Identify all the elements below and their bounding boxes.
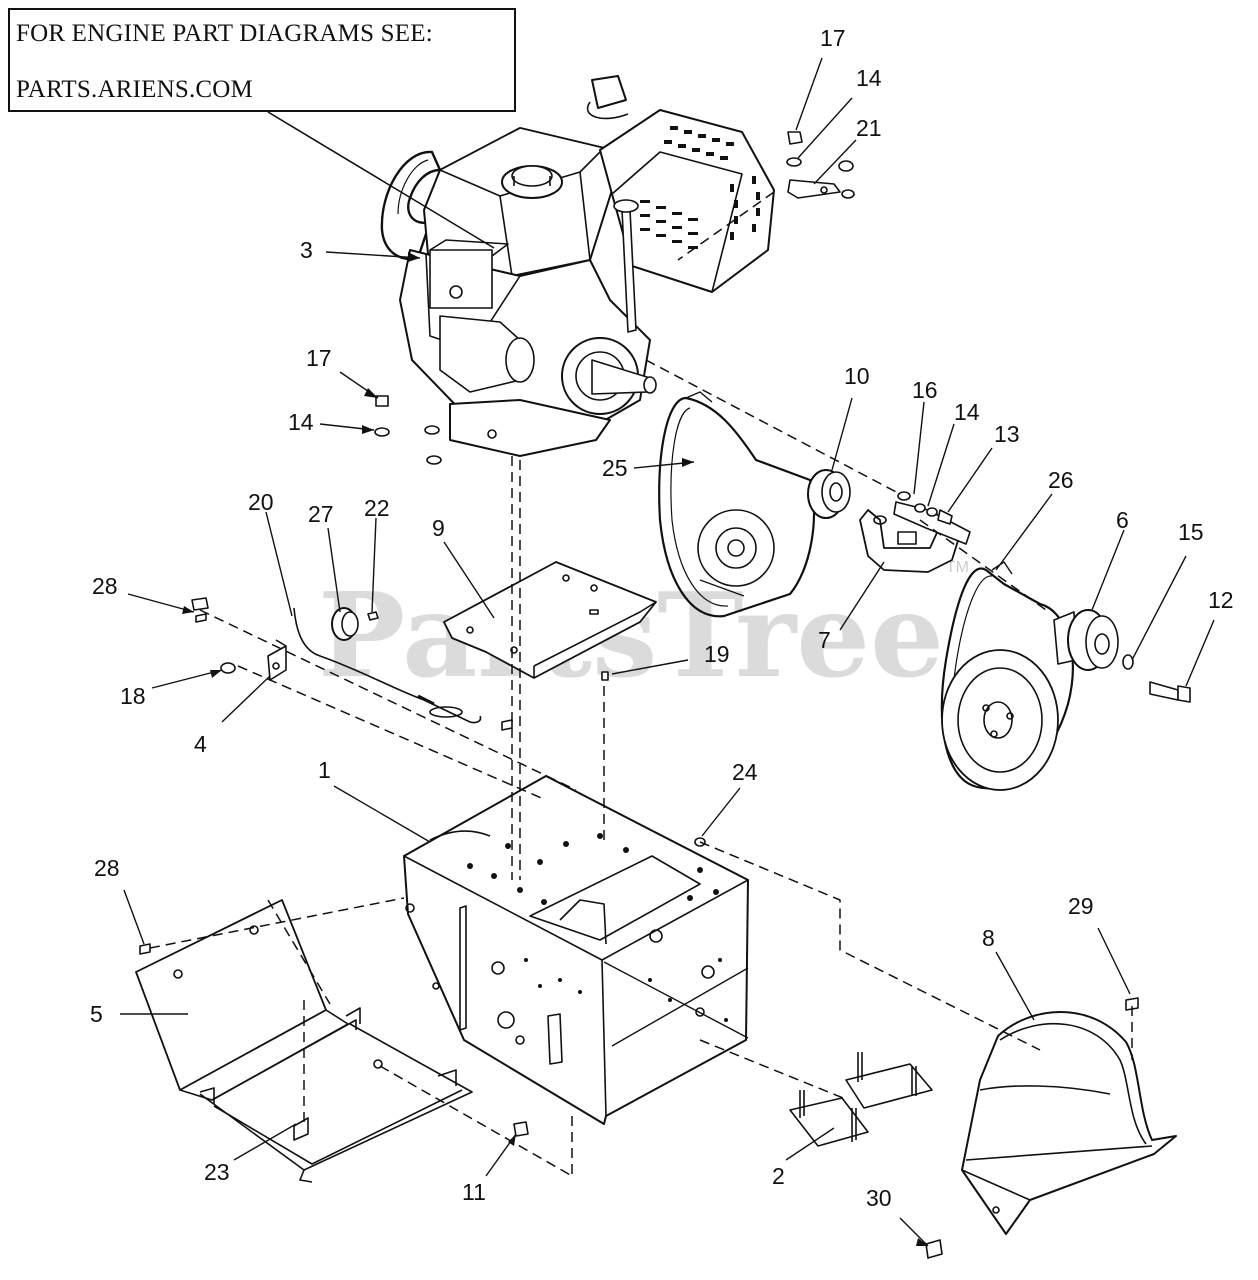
- callout-12: 12: [1208, 587, 1234, 613]
- callout-3: 3: [300, 237, 313, 263]
- callout-10: 10: [844, 363, 870, 389]
- callout-25: 25: [602, 455, 628, 481]
- assembly-lines: [149, 191, 1133, 1180]
- callout-22: 22: [364, 495, 390, 521]
- cable-20: [293, 607, 482, 724]
- bolt-11: [513, 1121, 529, 1137]
- bolt-under-plate: [501, 719, 513, 731]
- bracket-4: [220, 639, 287, 681]
- idler-bracket: [859, 491, 971, 573]
- engine-mount-hardware: [374, 395, 442, 465]
- callout-26: 26: [1048, 467, 1074, 493]
- belt-cover-8: [961, 1011, 1177, 1235]
- watermark-text: PartsTree: [318, 568, 944, 704]
- callout-27: 27: [308, 501, 334, 527]
- callout-2: 2: [772, 1163, 785, 1189]
- callout-14-right: 14: [954, 399, 980, 425]
- callout-14-left: 14: [288, 409, 314, 435]
- pin-19: [601, 671, 609, 681]
- callout-17-top: 17: [820, 25, 846, 51]
- leader-lines: [120, 57, 1215, 1247]
- callout-11: 11: [462, 1179, 486, 1205]
- callout-23: 23: [204, 1159, 230, 1185]
- note-line-2: PARTS.ARIENS.COM: [16, 76, 253, 103]
- shield-5: [135, 899, 473, 1183]
- bearing-27: [191, 597, 379, 641]
- callout-14-top: 14: [856, 65, 882, 91]
- engine-diagram-note: FOR ENGINE PART DIAGRAMS SEE: PARTS.ARIE…: [8, 8, 516, 112]
- note-line-1: FOR ENGINE PART DIAGRAMS SEE:: [16, 20, 433, 47]
- callout-6: 6: [1116, 507, 1129, 533]
- callout-9: 9: [432, 515, 445, 541]
- callout-16: 16: [912, 377, 938, 403]
- callout-17-left: 17: [306, 345, 332, 371]
- bolt-28b: [139, 943, 151, 955]
- callout-18: 18: [120, 683, 146, 709]
- callout-30: 30: [866, 1185, 892, 1211]
- top-fastener-stack: [786, 131, 855, 199]
- callout-labels: 17 14 21 3 17 14 10 16 14 13 26 25 20 27…: [90, 25, 1234, 1211]
- watermark-trademark: TM: [945, 559, 969, 577]
- callout-8: 8: [982, 925, 995, 951]
- pulley-10: [807, 469, 851, 519]
- callout-7: 7: [818, 627, 831, 653]
- callout-28-top: 28: [92, 573, 118, 599]
- auger-belt: [940, 561, 1075, 791]
- leader-arrowheads: [182, 252, 928, 1246]
- drive-belt: [658, 391, 816, 618]
- callout-28-bottom: 28: [94, 855, 120, 881]
- callout-21: 21: [856, 115, 882, 141]
- callout-20: 20: [248, 489, 274, 515]
- callout-1: 1: [318, 757, 331, 783]
- callout-15: 15: [1178, 519, 1204, 545]
- callout-13: 13: [994, 421, 1020, 447]
- engine: [380, 75, 775, 457]
- frame-housing: [403, 775, 749, 1125]
- callout-24: 24: [732, 759, 758, 785]
- bolt-30: [925, 1239, 943, 1259]
- mounting-plate-9: [443, 561, 657, 679]
- bolt-29: [1125, 997, 1139, 1011]
- callout-4: 4: [194, 731, 207, 757]
- bracket-2: [789, 1052, 933, 1147]
- callout-29: 29: [1068, 893, 1094, 919]
- callout-5: 5: [90, 1001, 103, 1027]
- watermark: PartsTreeTM: [318, 559, 969, 704]
- pulley-6: [1053, 609, 1191, 703]
- callout-19: 19: [704, 641, 730, 667]
